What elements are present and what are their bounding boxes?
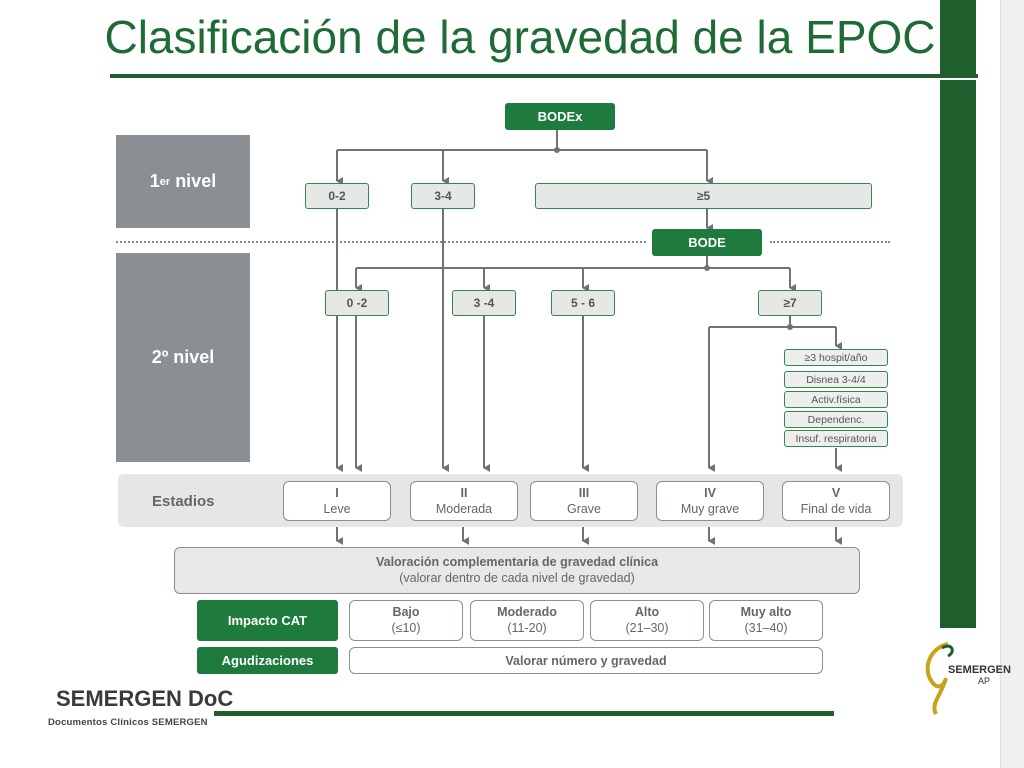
first-level-sup: er <box>159 175 171 188</box>
criterion-item: Disnea 3-4/4 <box>784 371 888 388</box>
bodex-range-3-4: 3-4 <box>411 183 475 209</box>
cat-level-range: (21–30) <box>625 621 669 635</box>
cat-level-box: Alto (21–30) <box>590 600 704 641</box>
cat-level-range: (11-20) <box>507 621 547 635</box>
title-rule <box>110 74 940 78</box>
level-divider-left <box>116 241 646 243</box>
criterion-item: ≥3 hospit/año <box>784 349 888 366</box>
slide-edge <box>1000 0 1024 768</box>
stage-name: Grave <box>566 502 602 516</box>
stage-box: II Moderada <box>410 481 518 521</box>
stage-numeral: I <box>335 486 339 500</box>
criterion-item: Dependenc. <box>784 411 888 428</box>
complementary-assessment-box: Valoración complementaria de gravedad cl… <box>174 547 860 594</box>
cat-level-name: Alto <box>634 605 660 619</box>
bode-range-7-plus: ≥7 <box>758 290 822 316</box>
cat-level-box: Moderado (11-20) <box>470 600 584 641</box>
stage-box: V Final de vida <box>782 481 890 521</box>
page-title: Clasificación de la gravedad de la EPOC <box>104 11 936 63</box>
green-column <box>940 80 976 628</box>
stage-numeral: III <box>578 486 590 500</box>
second-level-label: 2º nivel <box>116 253 250 462</box>
semergen-logo-text: SEMERGEN <box>948 664 1011 676</box>
cat-level-box: Bajo (≤10) <box>349 600 463 641</box>
stage-box: IV Muy grave <box>656 481 764 521</box>
title-rule-right <box>938 74 978 78</box>
footer-rule <box>214 711 834 716</box>
complementary-assessment-title: Valoración complementaria de gravedad cl… <box>375 555 659 569</box>
first-level-text: nivel <box>170 171 217 191</box>
stage-name: Muy grave <box>680 502 740 516</box>
exacerbations-label: Agudizaciones <box>197 647 338 674</box>
exacerbations-value: Valorar número y gravedad <box>349 647 823 674</box>
first-level-number: 1 <box>149 171 160 191</box>
green-column-top <box>940 0 976 74</box>
stage-name: Final de vida <box>800 502 872 516</box>
cat-level-range: (31–40) <box>744 621 788 635</box>
stage-numeral: V <box>831 486 841 500</box>
criterion-item: Activ.física <box>784 391 888 408</box>
stage-numeral: IV <box>704 486 716 500</box>
bode-range-5-6: 5 - 6 <box>551 290 615 316</box>
stage-numeral: II <box>460 486 468 500</box>
cat-impact-label: Impacto CAT <box>197 600 338 641</box>
bode-box: BODE <box>652 229 762 256</box>
bodex-range-0-2: 0-2 <box>305 183 369 209</box>
cat-level-range: (≤10) <box>391 621 421 635</box>
level-divider-right <box>770 241 890 243</box>
stage-name: Moderada <box>435 502 493 516</box>
brand-subtitle: Documentos Clínicos SEMERGEN <box>48 717 208 728</box>
stage-name: Leve <box>323 502 351 516</box>
complementary-assessment-note: (valorar dentro de cada nivel de graveda… <box>399 571 635 585</box>
stage-box: III Grave <box>530 481 638 521</box>
semergen-logo-ap: AP <box>978 676 991 686</box>
cat-level-name: Bajo <box>392 605 420 619</box>
bode-range-0-2: 0 -2 <box>325 290 389 316</box>
cat-level-name: Muy alto <box>740 605 792 619</box>
stages-label: Estadios <box>152 493 215 510</box>
cat-level-name: Moderado <box>497 605 557 619</box>
brand-logo: SEMERGEN DoC <box>56 686 234 711</box>
stage-box: I Leve <box>283 481 391 521</box>
bode-range-3-4: 3 -4 <box>452 290 516 316</box>
criterion-item: Insuf. respiratoria <box>784 430 888 447</box>
bodex-box: BODEx <box>505 103 615 130</box>
bodex-range-5-plus: ≥5 <box>535 183 872 209</box>
semergen-logo-icon <box>925 642 954 716</box>
cat-level-box: Muy alto (31–40) <box>709 600 823 641</box>
